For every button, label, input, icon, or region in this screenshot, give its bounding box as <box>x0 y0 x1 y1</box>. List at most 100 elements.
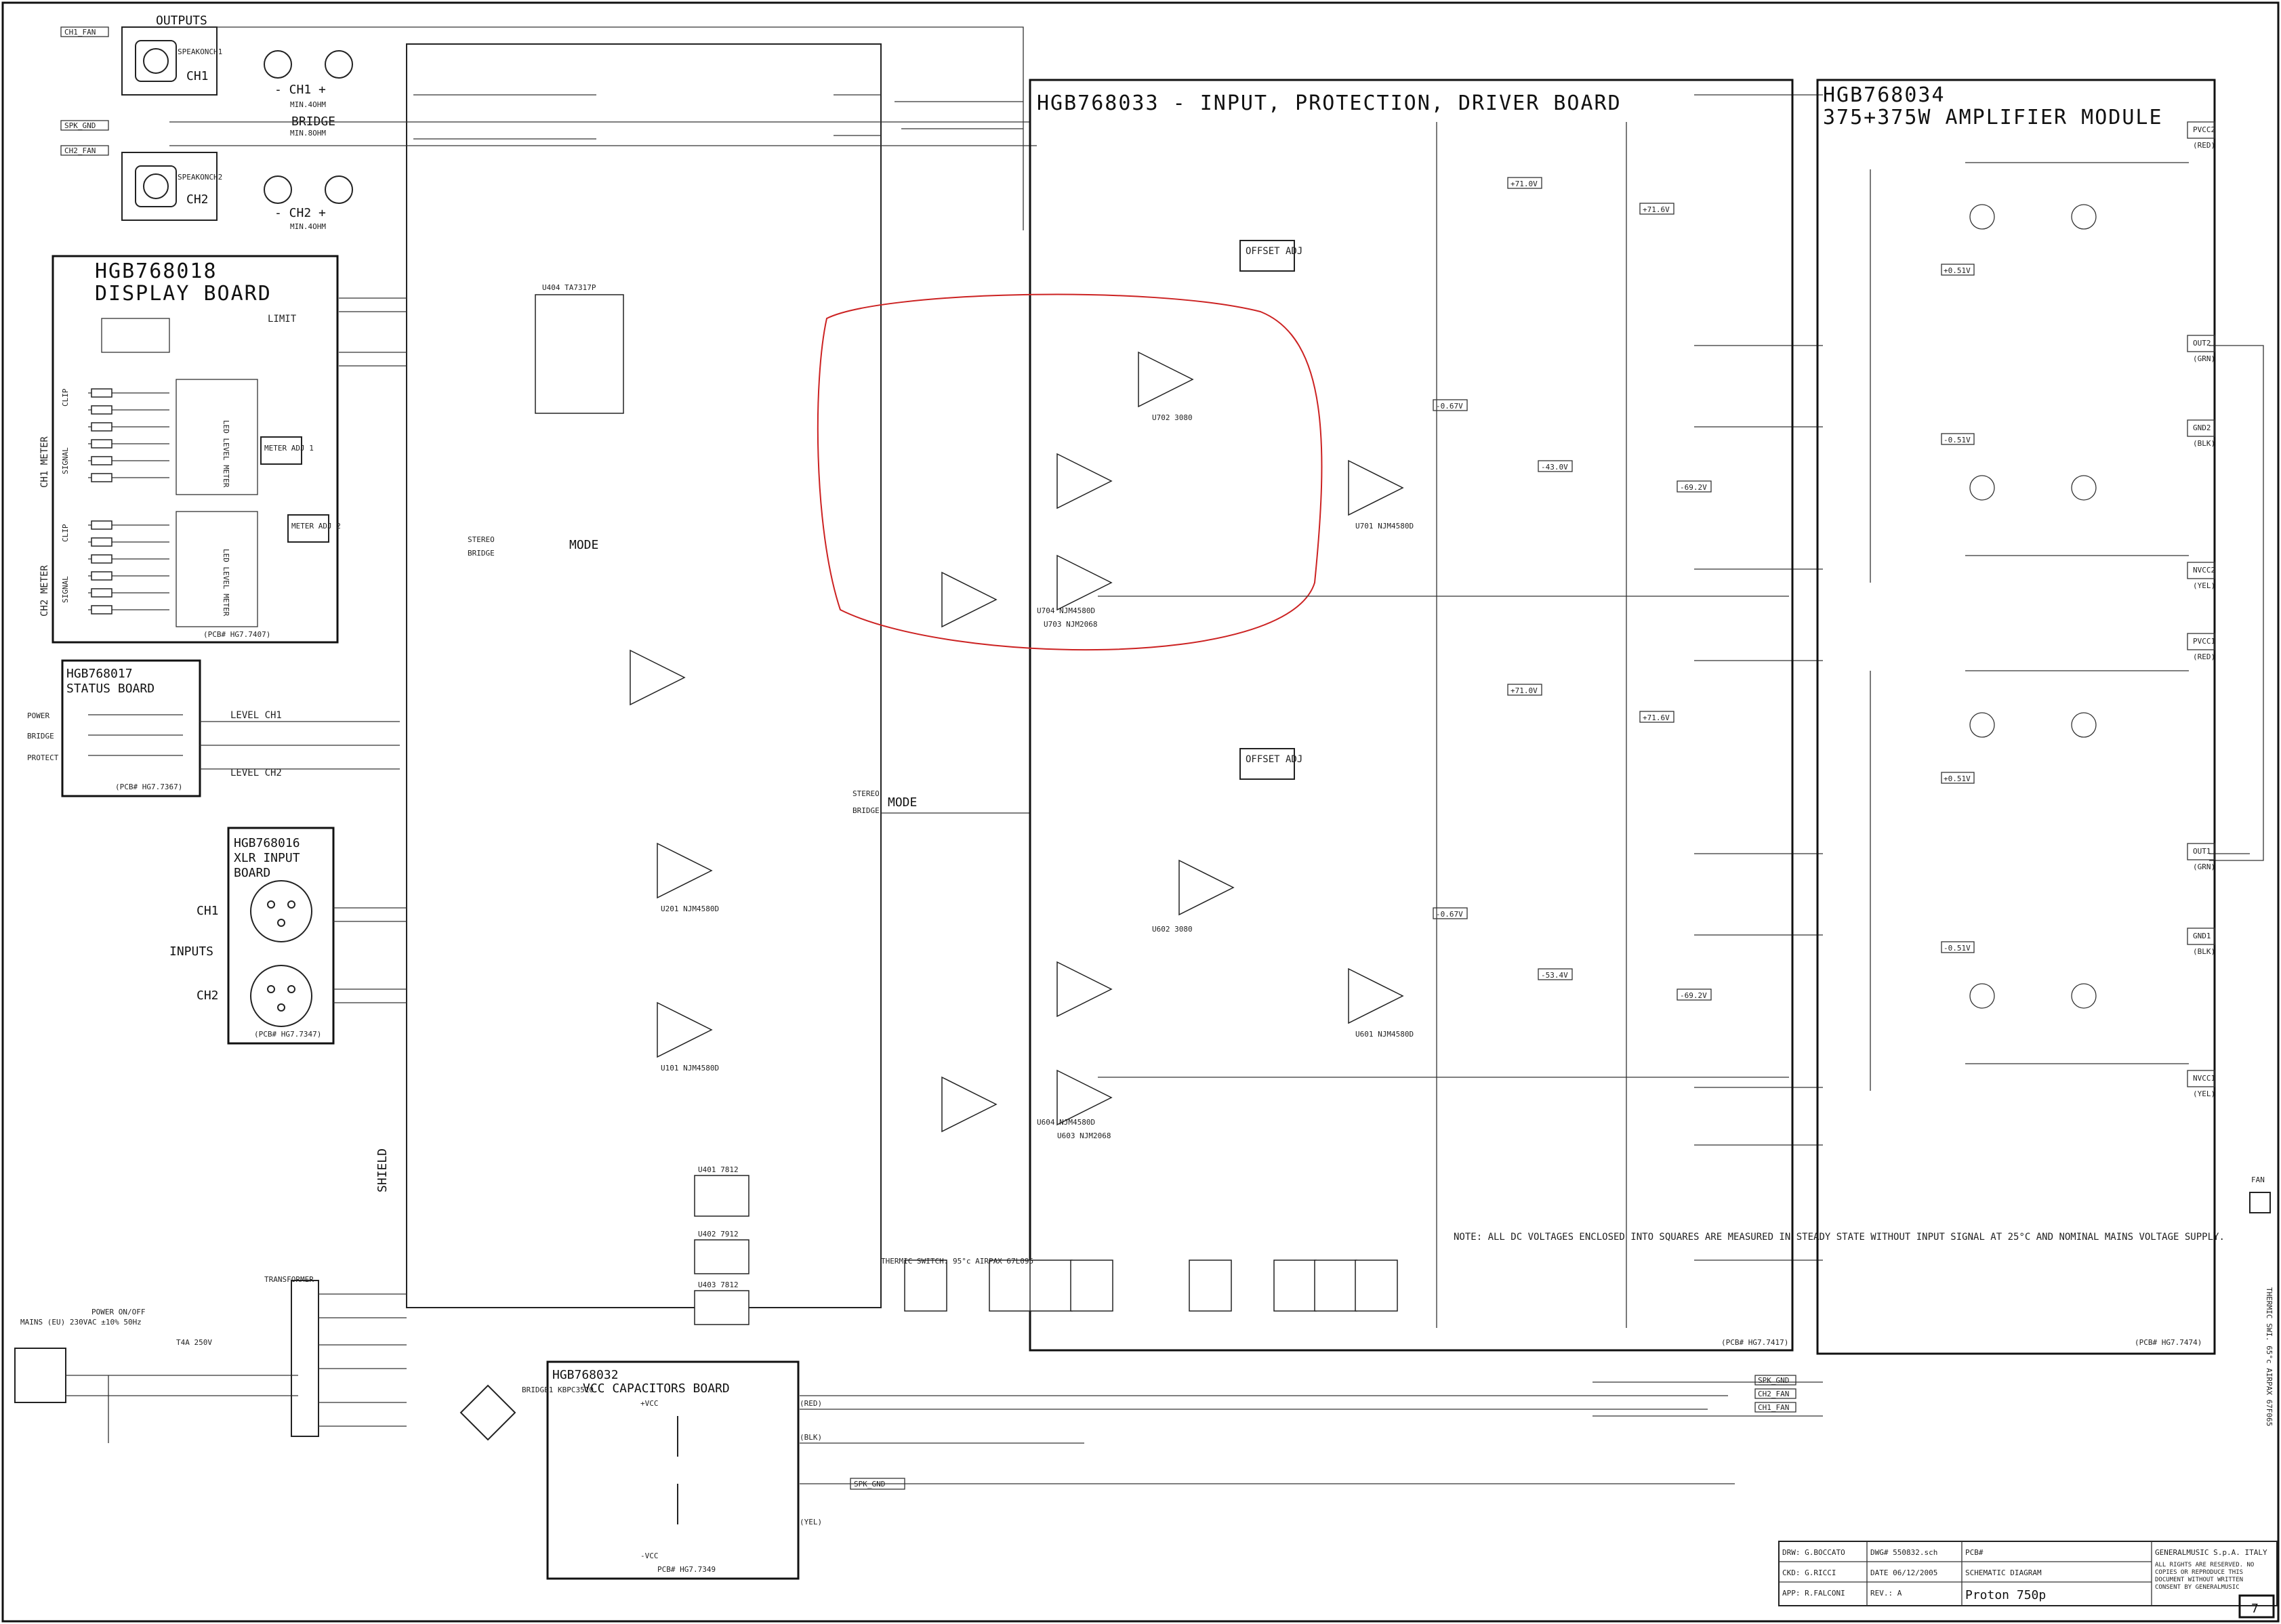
offset-adj-label-1: OFFSET ADJ <box>1246 246 1302 257</box>
xlr-board: HGB768016 XLR INPUT BOARD CH1 INPUTS CH2… <box>169 827 335 1045</box>
transformer-label: TRANSFORMER <box>264 1275 314 1284</box>
ic-u402-label: U402 7912 <box>698 1230 739 1238</box>
tb-date: DATE 06/12/2005 <box>1870 1568 1937 1577</box>
u302-led-meter <box>176 379 258 495</box>
ic-u604-label: U604 NJM4580D <box>1037 1118 1095 1127</box>
volt-3: +71.0V <box>1511 686 1538 695</box>
out2-color: (GRN) <box>2193 354 2215 363</box>
post-ch2-plus <box>325 175 353 204</box>
volt-8: -53.4V <box>1541 971 1568 980</box>
speakon-ch1-label: SPEAKONCH1 <box>178 47 222 56</box>
ic-u403 <box>694 1290 749 1325</box>
ch1-min-label: MIN.4OHM <box>290 100 326 109</box>
opamp-u704 <box>1056 554 1113 611</box>
volt-box-4 <box>1639 711 1674 723</box>
tb-product: Proton 750p <box>1965 1588 2046 1602</box>
page-number-box <box>2238 1594 2275 1619</box>
tb-sheet-type: SCHEMATIC DIAGRAM <box>1965 1568 2042 1577</box>
tb-rights: ALL RIGHTS ARE RESERVED. NO COPIES OR RE… <box>2155 1562 2255 1591</box>
volt-11: +0.51V <box>1944 266 1971 275</box>
mode-level-section: MODE STEREO BRIDGE LEVEL CH1 LEVEL CH2 M… <box>230 535 917 1192</box>
limit-label: LIMIT <box>268 314 297 325</box>
level-ch2-label: LEVEL CH2 <box>230 768 282 778</box>
volt-12: -0.51V <box>1944 436 1971 444</box>
gnd-tag-label: SPK_GND <box>64 121 96 130</box>
opamp-u703 <box>1056 453 1113 509</box>
fan-connector-tags: SPK_GND CH2_FAN CH1_FAN <box>1754 1375 1796 1413</box>
gnd1-label: GND1 <box>2193 932 2211 940</box>
meter-adj-1-box <box>260 436 302 465</box>
out2-label: OUT2 <box>2193 339 2211 348</box>
bridge-sw-label-top: BRIDGE <box>468 549 495 558</box>
status-led-wires <box>88 714 183 756</box>
gnd2-color: (BLK) <box>2193 439 2215 448</box>
nvcc2-color: (YEL) <box>2193 581 2215 590</box>
volt-box-10 <box>1433 907 1468 919</box>
ic-u403-label: U403 7812 <box>698 1281 739 1289</box>
vcc-blk-label: (BLK) <box>800 1433 822 1442</box>
xlr-ch2-connector <box>250 965 312 1027</box>
volt-5: -0.67V <box>1436 402 1463 411</box>
offset-adj-box-2 <box>1239 748 1295 780</box>
title-block-frame <box>1778 1541 2278 1606</box>
vcc-board-subtitle: VCC CAPACITORS BOARD <box>583 1381 730 1396</box>
transformer-core <box>291 1280 319 1437</box>
volt-1: +71.0V <box>1511 180 1538 188</box>
xlr-board-subtitle1: XLR INPUT <box>234 851 300 865</box>
speakon-ch1-socket <box>143 48 169 74</box>
led-meter-2-label: LED LEVEL METER <box>222 549 230 617</box>
out1-color: (GRN) <box>2193 862 2215 871</box>
speakon-ch2-socket <box>143 173 169 199</box>
shield-label: SHIELD <box>375 1148 390 1192</box>
opamp-u101 <box>630 649 686 706</box>
amp-wiring <box>1870 162 2189 1091</box>
tb-ckd: CKD: G.RICCI <box>1782 1568 1836 1577</box>
pvcc2-label: PVCC2 <box>2193 125 2215 134</box>
xlr-board-title: HGB768016 <box>234 836 300 850</box>
display-pcb: (PCB# HG7.7407) <box>203 630 270 639</box>
ic-u201-label: U201 NJM4580D <box>661 904 719 913</box>
speakon-ch2-label: SPEAKONCH2 <box>178 173 222 182</box>
gnd1-color: (BLK) <box>2193 947 2215 956</box>
gnd-tag <box>60 120 109 131</box>
opamp-u701b <box>1138 351 1194 408</box>
volt-box-7 <box>1677 480 1712 493</box>
speakon-ch1-name: CH1 <box>186 69 209 83</box>
vcc-neg-label: -VCC <box>640 1552 659 1560</box>
title-block: DRW: G.BOCCATO DWG# 550832.sch PCB# GENE… <box>1778 1541 2278 1619</box>
nvcc1-color: (YEL) <box>2193 1089 2215 1098</box>
fan1-tag-label: CH1_FAN <box>64 28 96 37</box>
driver-pcb: (PCB# HG7.7417) <box>1721 1338 1788 1347</box>
volt-2: +71.6V <box>1643 205 1670 214</box>
ch1-meter-label: CH1 METER <box>39 436 50 488</box>
post-ch1-plus <box>325 50 353 79</box>
tag-ch2-fan: CH2_FAN <box>1758 1390 1789 1398</box>
volt-box-3 <box>1507 684 1542 696</box>
tb-dwg: DWG# 550832.sch <box>1870 1548 1937 1557</box>
ic-u601-label: U601 NJM4580D <box>1355 1030 1414 1039</box>
vcc-pcb: PCB# HG7.7349 <box>657 1565 716 1574</box>
volt-box-9 <box>1677 988 1712 1001</box>
display-board-frame <box>52 255 339 644</box>
status-board-frame <box>61 659 201 797</box>
bridge-rectifier-label: BRIDGE1 KBPC3510 <box>522 1386 594 1394</box>
signal-label-2: SIGNAL <box>61 576 70 603</box>
ch1-out-label: - CH1 + <box>274 83 326 97</box>
signal-label-1: SIGNAL <box>61 447 70 474</box>
speakon-ch2-name: CH2 <box>186 192 209 207</box>
amp-board-subtitle: 375+375W AMPLIFIER MODULE <box>1823 106 2163 129</box>
meter-adj-1-label: METER ADJ 1 <box>264 444 314 453</box>
vcc-board-title: HGB768032 <box>552 1368 619 1382</box>
tag-spk-gnd: SPK_GND <box>1758 1376 1789 1385</box>
vcc-board-frame <box>546 1360 800 1580</box>
post-ch1-minus <box>264 50 292 79</box>
volt-box-5 <box>1433 399 1468 411</box>
opamp-u201 <box>657 842 713 899</box>
opamp-u601 <box>1348 967 1404 1024</box>
level-ch1-label: LEVEL CH1 <box>230 710 282 721</box>
opamp-u603 <box>1056 961 1113 1018</box>
nvcc1-label: NVCC1 <box>2193 1074 2215 1083</box>
stereo-label-top: STEREO <box>468 535 495 544</box>
